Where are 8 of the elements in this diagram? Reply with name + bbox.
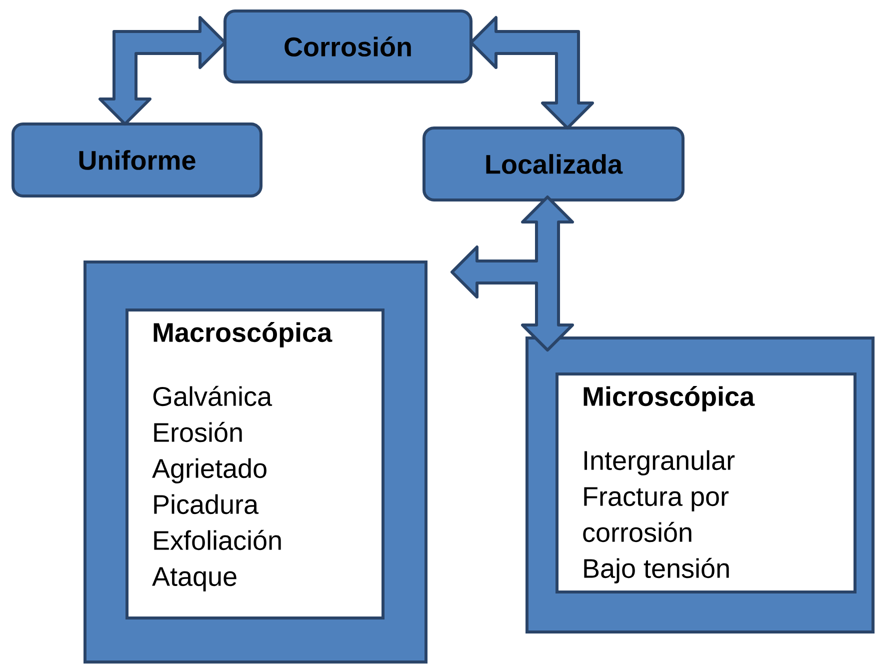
- block-arrow: [470, 16, 594, 130]
- category-box: Uniforme: [12, 122, 262, 198]
- block-arrow: [450, 196, 574, 352]
- list-box: Microscópica Intergranular Fractura por corrosión Bajo tensión: [556, 372, 856, 594]
- category-box: Corrosión: [224, 10, 472, 84]
- category-box: Localizada: [422, 126, 684, 202]
- block-arrow: [98, 16, 226, 126]
- list-box: Macroscópica Galvánica Erosión Agrietado Picadura Exfoliación Ataque: [126, 308, 384, 620]
